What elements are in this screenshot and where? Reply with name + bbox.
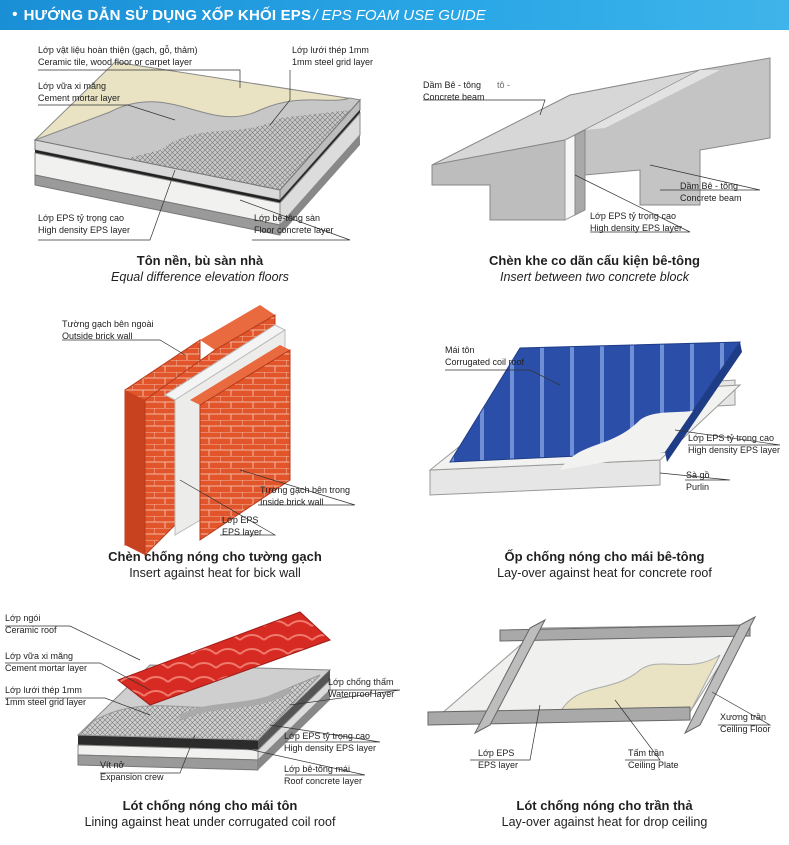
illustrations (5, 57, 781, 776)
drop-ceiling-illustration (427, 615, 757, 735)
header-title-vi: HƯỚNG DẪN SỬ DỤNG XỐP KHỐI EPS (23, 6, 312, 24)
section-header: • HƯỚNG DẪN SỬ DỤNG XỐP KHỐI EPS / EPS F… (0, 0, 789, 30)
brick-wall-illustration (124, 305, 291, 557)
floor-slab-illustration (33, 61, 361, 236)
label-finish-layer: Lớp vật liệu hoàn thiện (gạch, gỗ, thảm)… (38, 45, 198, 67)
corrugated-roof-illustration (428, 341, 742, 496)
header-bullet: • (12, 6, 18, 23)
tile-roof-illustration (76, 611, 332, 771)
concrete-beam-illustration (431, 57, 771, 221)
header-title-en: / EPS FOAM USE GUIDE (313, 6, 486, 24)
